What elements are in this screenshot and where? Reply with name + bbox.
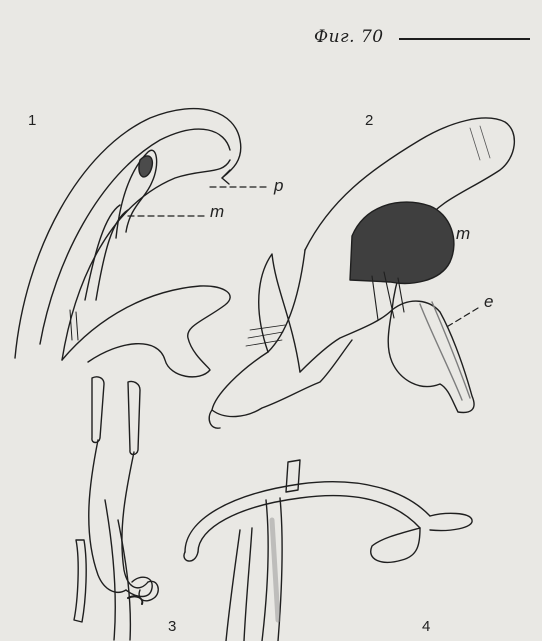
panel-1-drawing (15, 109, 241, 377)
panel-4-drawing (184, 460, 472, 641)
panel-number-1: 1 (28, 112, 36, 129)
label-m-panel-2: m (456, 224, 470, 244)
panel-3-drawing (74, 377, 158, 640)
label-e: e (484, 292, 493, 312)
panel-2-drawing (209, 118, 514, 428)
panel-number-3: 3 (168, 618, 176, 635)
panel-number-4: 4 (422, 618, 430, 635)
label-p: p (274, 176, 283, 196)
leader-line-e (445, 308, 478, 328)
title-rule (399, 38, 530, 40)
label-m-panel-1: m (210, 202, 224, 222)
figure-title: Фиг. 70 (314, 27, 384, 47)
panel-number-2: 2 (365, 112, 373, 129)
